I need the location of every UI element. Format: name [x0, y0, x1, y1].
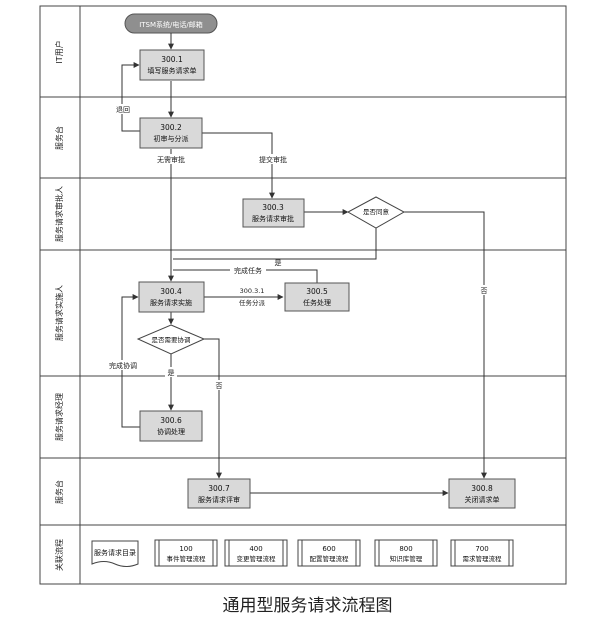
- task-300-6-id: 300.6: [160, 416, 182, 425]
- edge-label-split-task: 任务分派: [239, 298, 266, 307]
- task-300-1: 300.1 填写服务请求单: [139, 49, 205, 81]
- related-process-label: 变更管理流程: [237, 554, 277, 563]
- task-300-4-label: 服务请求实施: [150, 298, 192, 307]
- task-300-7-label: 服务请求评审: [198, 495, 240, 504]
- lane-label-implementer: 服务请求实施人: [54, 285, 64, 341]
- task-300-3-label: 服务请求审批: [252, 214, 294, 223]
- task-300-2-label: 初审与分派: [154, 134, 189, 143]
- lane-label-related: 关联流程: [54, 539, 64, 571]
- related-process-id: 400: [249, 545, 262, 553]
- edge-labels: 退回 无需审批 提交审批 是 完成任务 300.3.1 任务分派 完成协调 是 …: [108, 104, 490, 390]
- task-300-1-id: 300.1: [161, 55, 183, 64]
- lane-label-it-user: IT用户: [54, 40, 64, 63]
- task-300-4-id: 300.4: [160, 287, 182, 296]
- task-300-5-id: 300.5: [306, 287, 328, 296]
- related-process-label: 需求管理流程: [463, 554, 503, 563]
- related-process-id: 800: [399, 545, 412, 553]
- related-process-label: 配置管理流程: [310, 554, 350, 563]
- decision-approve: 是否同意: [346, 196, 406, 229]
- related-process-id: 700: [475, 545, 488, 553]
- edge-label-complete-coord: 完成协调: [109, 361, 137, 370]
- lane-dividers: [40, 96, 566, 526]
- task-300-3-id: 300.3: [262, 203, 284, 212]
- related-process-id: 600: [322, 545, 335, 553]
- task-300-7-id: 300.7: [208, 484, 230, 493]
- task-300-2-id: 300.2: [160, 123, 182, 132]
- related-process-label: 事件管理流程: [167, 554, 207, 563]
- edge-label-no-approve: 否: [481, 287, 488, 295]
- service-request-flowchart: IT用户 服务台 服务请求审批人 服务请求实施人 服务请求经理 服务台 关联流程…: [39, 5, 567, 585]
- related-process-id: 100: [179, 545, 192, 553]
- lane-label-approver: 服务请求审批人: [54, 186, 64, 242]
- task-300-8-id: 300.8: [471, 484, 493, 493]
- related-catalog-label: 服务请求目录: [94, 548, 136, 557]
- diagram-caption: 通用型服务请求流程图: [222, 596, 393, 616]
- related-catalog: 服务请求目录: [91, 540, 139, 567]
- diagram-frame: [39, 5, 567, 585]
- start-node: ITSM系统/电话/邮箱: [124, 13, 218, 34]
- edge-label-no-approval: 无需审批: [157, 155, 185, 164]
- lane-label-service-desk: 服务台: [54, 126, 64, 150]
- start-label: ITSM系统/电话/邮箱: [139, 20, 203, 29]
- lane-label-service-desk-2: 服务台: [54, 480, 64, 504]
- task-300-7: 300.7 服务请求评审: [187, 478, 251, 509]
- lane-label-manager: 服务请求经理: [54, 393, 64, 441]
- task-300-5-label: 任务处理: [303, 298, 331, 307]
- task-300-8-label: 关闭请求单: [465, 495, 500, 504]
- edge-label-no-coord: 否: [216, 382, 223, 390]
- task-300-3: 300.3 服务请求审批: [242, 198, 305, 228]
- task-300-4: 300.4 服务请求实施: [138, 281, 205, 313]
- related-process-list: 100事件管理流程400变更管理流程600配置管理流程800知识库管理700需求…: [154, 539, 514, 567]
- task-300-5: 300.5 任务处理: [284, 282, 350, 312]
- decision-coordinate: 是否需要协调: [136, 324, 206, 355]
- task-300-8: 300.8 关闭请求单: [448, 478, 516, 509]
- edge-label-submit-approval: 提交审批: [259, 155, 287, 164]
- task-300-1-label: 填写服务请求单: [148, 66, 197, 75]
- decision-approve-label: 是否同意: [363, 207, 390, 216]
- task-300-2: 300.2 初审与分派: [139, 117, 203, 149]
- edge-label-yes-approve: 是: [275, 259, 282, 267]
- edge-label-split-id: 300.3.1: [240, 287, 265, 295]
- related-process-label: 知识库管理: [390, 554, 423, 563]
- edge-label-return: 退回: [116, 105, 130, 114]
- edge-label-yes-coord: 是: [168, 369, 175, 377]
- decision-coordinate-label: 是否需要协调: [152, 335, 191, 344]
- edge-label-complete-task: 完成任务: [234, 266, 262, 275]
- task-300-6: 300.6 协调处理: [139, 410, 203, 442]
- task-300-6-label: 协调处理: [157, 427, 185, 436]
